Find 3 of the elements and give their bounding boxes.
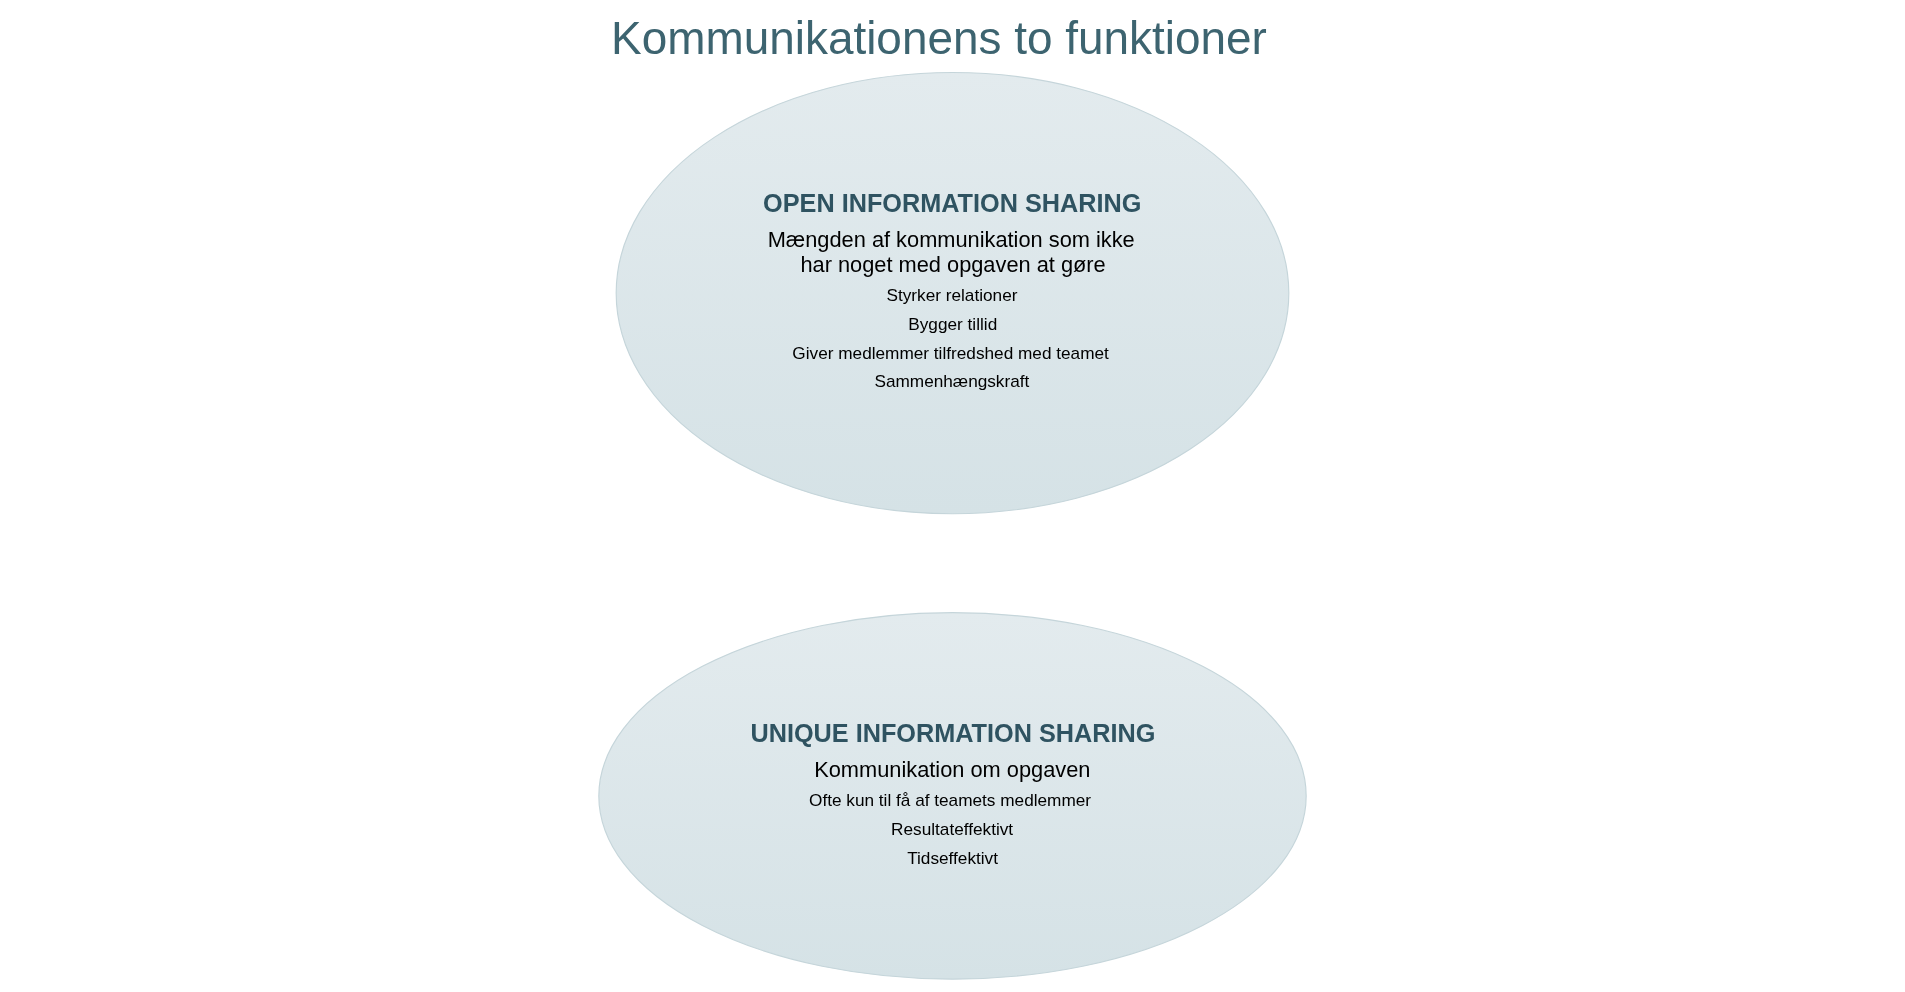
node-ellipse: OPEN INFORMATION SHARING Mængden af kommunikation som ikke har noget med opgaven at gøre Styrker relationer Bygger tillid Giver medlemmer tilfredshed med teamet Sammenhængskraft	[615, 71, 1290, 515]
diagram-title: Kommunikationens to funktioner	[611, 11, 1267, 64]
node-ellipse: UNIQUE INFORMATION SHARING Kommunikation om opgaven Ofte kun til få af teamets medlemmer Resultateffektivt Tidseffektivt	[598, 612, 1307, 980]
